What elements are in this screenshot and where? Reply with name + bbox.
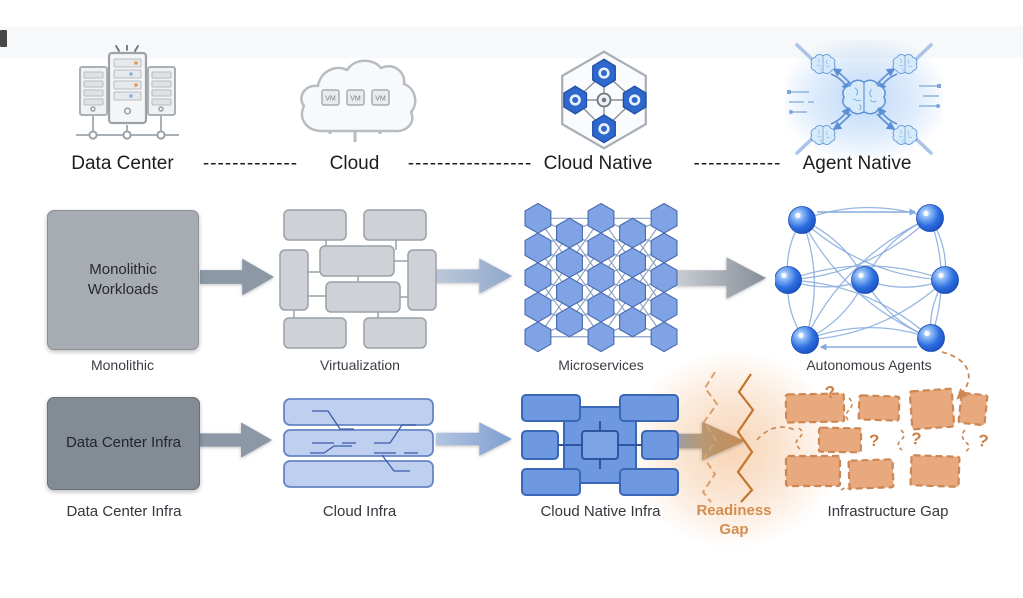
infrastructure-gap-graphic: ? ? ? ? — [784, 382, 990, 491]
stage-label-data-center: Data Center — [71, 153, 174, 174]
label-microservices: Microservices — [558, 357, 644, 373]
cloud-infra-graphic — [283, 398, 434, 488]
cloud-native-infra-graphic — [521, 394, 679, 496]
separator-dashes: ------------ — [693, 153, 782, 174]
stage-label-agent-native: Agent Native — [802, 153, 912, 174]
svg-text:?: ? — [869, 431, 879, 450]
label-autonomous-agents: Autonomous Agents — [806, 357, 932, 373]
vm-label: VM — [350, 96, 361, 103]
separator-dashes: ----------------- — [407, 153, 533, 174]
label-cloud-native-infra: Cloud Native Infra — [540, 503, 661, 520]
stage-label-cloud-native: Cloud Native — [543, 153, 653, 174]
label-monolithic: Monolithic — [90, 357, 155, 373]
label-virtualization: Virtualization — [320, 357, 400, 373]
vm-label: VM — [375, 96, 386, 103]
question-marks: ? ? ? ? — [824, 382, 990, 451]
cloud-icon: VM VM VM — [300, 59, 417, 142]
arrow-cninfra-to-gap — [645, 421, 745, 461]
stage-label-cloud: Cloud — [329, 153, 380, 174]
virtualization-graphic — [279, 209, 437, 349]
separator-dashes: ------------- — [202, 153, 299, 174]
label-readiness-gap: Readiness Gap — [696, 502, 772, 538]
svg-text:?: ? — [976, 431, 990, 452]
arrow-microservices-to-agents — [674, 257, 766, 299]
microservices-graphic — [524, 203, 678, 353]
monolithic-box-text: Monolithic Workloads — [87, 260, 159, 298]
dc-infra-box-text: Data Center Infra — [65, 434, 182, 452]
arrow-cloudinfra-to-cninfra — [436, 422, 512, 456]
label-cloud-infra: Cloud Infra — [322, 503, 397, 520]
arrow-dcinfra-to-cloudinfra — [200, 422, 272, 458]
monolithic-workloads-box: Monolithic Workloads — [47, 210, 199, 350]
label-infrastructure-gap: Infrastructure Gap — [827, 503, 949, 520]
vm-label: VM — [325, 96, 336, 103]
readiness-gap-zigzag — [701, 372, 755, 503]
svg-text:?: ? — [910, 429, 922, 449]
gap-dashed-connector — [756, 426, 798, 441]
arrow-monolithic-to-virtualization — [200, 258, 274, 296]
autonomous-agents-graphic — [775, 204, 959, 354]
data-center-icon — [76, 45, 179, 140]
cloud-native-icon — [561, 50, 648, 150]
agents-to-gap-dashed-arrow — [941, 351, 970, 400]
svg-text:?: ? — [824, 382, 837, 402]
arrow-virtualization-to-microservices — [436, 258, 512, 294]
label-data-center-infra: Data Center Infra — [66, 503, 182, 520]
corner-artifact — [0, 30, 7, 47]
agent-native-icon — [785, 40, 943, 158]
data-center-infra-box: Data Center Infra — [47, 397, 200, 490]
